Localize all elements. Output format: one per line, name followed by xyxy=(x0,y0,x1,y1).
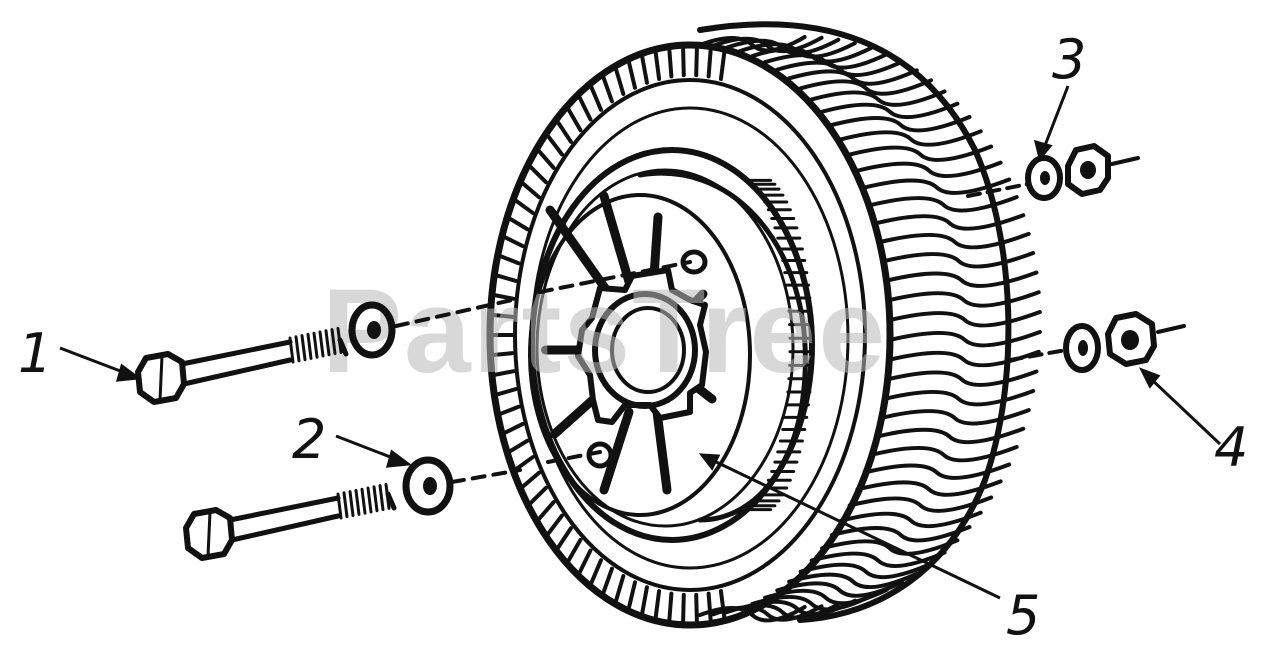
washer-lower-right xyxy=(1063,323,1101,373)
rim-drum-hatching xyxy=(747,178,814,512)
axis-line-upper xyxy=(394,260,692,328)
axis-line-right-lower xyxy=(1008,348,1068,362)
tire-back-outline xyxy=(697,21,1012,623)
callout-label-5: 5 xyxy=(1006,584,1040,647)
hub-bore xyxy=(610,306,686,394)
washer-upper-right xyxy=(1025,155,1063,201)
nut-upper-right xyxy=(1065,143,1111,197)
tire-tread-crown xyxy=(698,35,1042,623)
callout-label-1: 1 xyxy=(18,322,52,385)
axis-line-right-upper xyxy=(966,182,1030,198)
bolt-lower xyxy=(183,482,397,561)
rim-drum xyxy=(637,170,808,523)
callout-label-3: 3 xyxy=(1052,28,1086,91)
rim-lip xyxy=(535,168,795,528)
callout-label-2: 2 xyxy=(292,408,326,471)
watermark-text: PartsTree xyxy=(322,264,887,398)
callout-label-4: 4 xyxy=(1214,416,1248,479)
bolt-lower-thread xyxy=(336,482,391,520)
washer-upper-left xyxy=(348,301,396,359)
bolt-upper-shank xyxy=(179,339,293,387)
tire-tread-front xyxy=(488,43,727,627)
callout-arrows xyxy=(59,85,1222,600)
hub-bore-outer xyxy=(592,291,698,409)
rim-disc xyxy=(528,193,752,517)
washer-lower-left xyxy=(402,456,454,516)
bolt-lower-shank xyxy=(227,495,341,543)
wheel-assembly xyxy=(486,21,1042,629)
axis-line-lower xyxy=(450,450,602,484)
nut-lower-right xyxy=(1105,311,1157,367)
tire-sidewall xyxy=(513,78,867,592)
bolt-upper xyxy=(135,326,349,405)
